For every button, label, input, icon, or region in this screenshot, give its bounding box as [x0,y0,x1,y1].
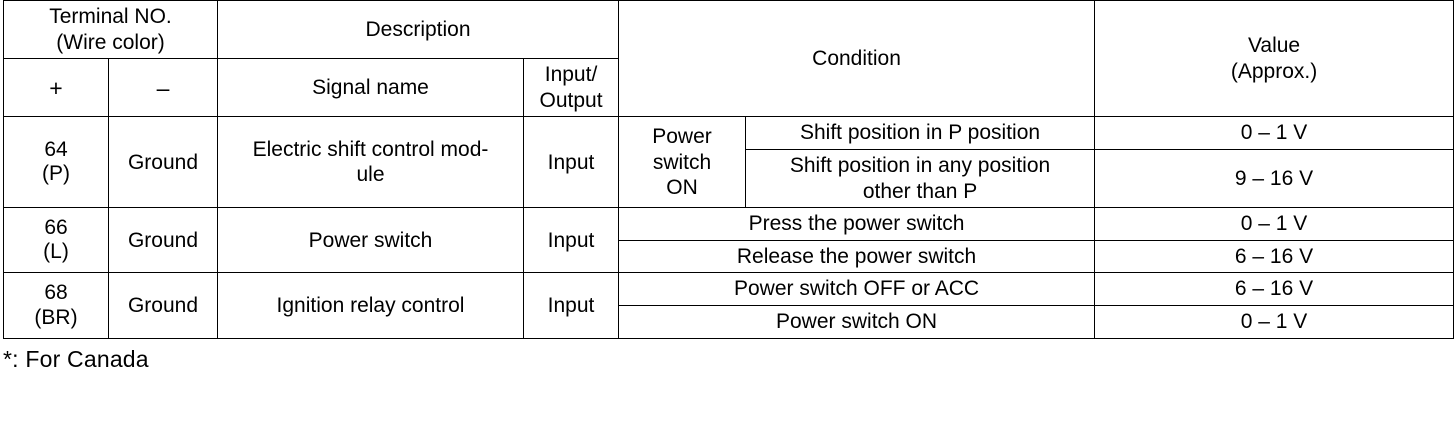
cell-ground: Ground [108,116,218,209]
terminal-specification-table: Terminal NO. (Wire color) Description Co… [3,0,1455,339]
header-condition: Condition [618,0,1096,118]
table-row: 66 (L) Ground Power switch Input Press t… [3,207,1455,274]
header-terminal-no-line1: Terminal NO. [49,5,172,28]
terminal-number: 64 [44,137,68,161]
header-signal-name: Signal name [217,58,524,118]
header-row-1: Terminal NO. (Wire color) Description Co… [3,0,1455,118]
cell-terminal-no: 66 (L) [3,207,109,274]
header-description: Description [216,0,620,60]
cell-input-output: Input [522,207,620,274]
header-input-output: Input/ Output [522,58,620,118]
cell-condition: Shift position in any position other tha… [745,149,1096,209]
terminal-number: 68 [44,280,68,304]
condition-group-line1: Power [652,124,712,148]
terminal-wire-color: (BR) [34,305,78,329]
cell-terminal-no: 68 (BR) [3,272,109,339]
cell-signal-name: Electric shift control mod- ule [217,116,524,209]
cell-condition: Press the power switch [618,207,1096,241]
header-polarity-plus: + [3,58,109,118]
condition-line1: Shift position in any position [789,154,1051,178]
cell-value: 6 – 16 V [1094,272,1455,307]
cell-input-output: Input [522,272,620,339]
signal-name-line1: Electric shift control mod- [252,137,489,161]
cell-signal-name: Ignition relay control [217,272,524,339]
cell-condition-group: Power switch ON [618,116,747,209]
header-terminal-no-line2: (Wire color) [56,30,165,54]
cell-value: 0 – 1 V [1094,207,1455,241]
header-input-output-line1: Input/ [544,63,598,87]
header-polarity-minus: – [108,58,218,118]
header-value-line1: Value [1247,34,1301,58]
cell-condition: Release the power switch [618,239,1096,274]
condition-group-line3: ON [666,176,698,200]
cell-condition: Shift position in P position [745,116,1096,151]
table-body: 64 (P) Ground Electric shift control mod… [3,116,1455,339]
signal-name-line2: ule [356,163,385,187]
cell-signal-name: Power switch [217,207,524,274]
cell-value: 6 – 16 V [1094,239,1455,274]
header-value: Value (Approx.) [1094,0,1455,118]
table-header: Terminal NO. (Wire color) Description Co… [3,0,1455,118]
condition-group-line2: switch [652,150,712,174]
cell-value: 0 – 1 V [1094,116,1455,151]
cell-condition: Power switch ON [618,305,1096,339]
cell-ground: Ground [108,272,218,339]
header-terminal-no: Terminal NO. (Wire color) [3,0,218,60]
table-row: Shift position in any position other tha… [4,149,1455,209]
condition-line2: other than P [862,179,978,203]
table-row: 68 (BR) Ground Ignition relay control In… [3,272,1455,339]
terminal-wire-color: (P) [42,162,70,186]
header-value-line2: (Approx.) [1230,59,1318,83]
table-row: Power switch ON 0 – 1 V [4,305,1455,339]
cell-value: 9 – 16 V [1094,149,1455,209]
terminal-wire-color: (L) [43,240,69,264]
footnote-for-canada: *: For Canada [3,345,149,372]
cell-value: 0 – 1 V [1094,305,1455,339]
cell-condition: Power switch OFF or ACC [618,272,1096,307]
terminal-number: 66 [44,215,68,239]
header-input-output-line2: Output [539,88,603,112]
cell-ground: Ground [108,207,218,274]
table-row: 64 (P) Ground Electric shift control mod… [3,116,1455,209]
cell-input-output: Input [522,116,620,209]
cell-terminal-no: 64 (P) [3,116,109,209]
header-row-2: + – Signal name Input/ Output [3,58,1454,118]
table-row: Release the power switch 6 – 16 V [4,239,1455,274]
